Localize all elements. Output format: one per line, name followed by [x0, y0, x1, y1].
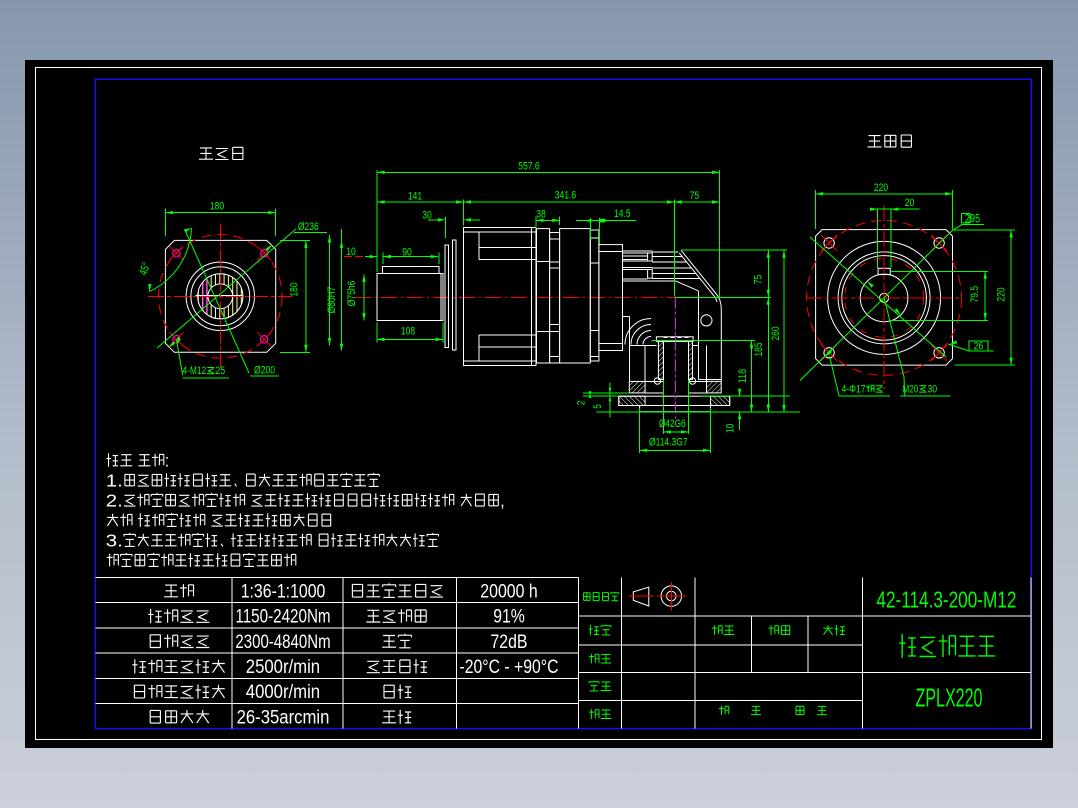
- svg-text:2300-4840Nm: 2300-4840Nm: [235, 631, 330, 653]
- svg-text:42-114.3-200-M12: 42-114.3-200-M12: [876, 587, 1016, 613]
- svg-text:79.5: 79.5: [969, 286, 981, 303]
- svg-text:25: 25: [215, 365, 225, 377]
- svg-text:14.5: 14.5: [614, 208, 631, 220]
- svg-text:180: 180: [289, 282, 301, 296]
- svg-text:30: 30: [422, 210, 432, 222]
- svg-text:10: 10: [725, 424, 737, 434]
- svg-text:ZPLX220: ZPLX220: [916, 685, 983, 713]
- svg-text:26-35arcmin: 26-35arcmin: [237, 706, 330, 728]
- svg-text:Ø42G6: Ø42G6: [659, 418, 686, 430]
- svg-text:75: 75: [753, 275, 765, 285]
- svg-text:,: ,: [500, 490, 504, 510]
- svg-text:5: 5: [592, 404, 604, 409]
- svg-text:341.6: 341.6: [555, 190, 576, 202]
- svg-text:30: 30: [927, 383, 937, 395]
- svg-text:Ø236: Ø236: [298, 221, 319, 233]
- svg-text:90: 90: [402, 246, 412, 258]
- svg-text:1150-2420Nm: 1150-2420Nm: [235, 606, 330, 628]
- svg-text:295: 295: [965, 212, 981, 226]
- svg-text::: :: [165, 450, 169, 470]
- svg-text:4-Φ17: 4-Φ17: [842, 383, 866, 395]
- svg-text:Ø114.3G7: Ø114.3G7: [649, 437, 688, 449]
- svg-text:118: 118: [737, 369, 749, 383]
- svg-text:141: 141: [408, 190, 422, 202]
- svg-text:M20: M20: [903, 383, 919, 395]
- svg-text:20000 h: 20000 h: [480, 580, 537, 602]
- svg-text:Ø80H7: Ø80H7: [326, 287, 338, 314]
- svg-text:220: 220: [874, 182, 888, 194]
- svg-text:1.: 1.: [106, 470, 123, 490]
- svg-text:38: 38: [536, 208, 546, 220]
- svg-text:1:36-1:1000: 1:36-1:1000: [241, 580, 326, 602]
- svg-text:220: 220: [995, 287, 1007, 301]
- svg-text:185: 185: [753, 342, 765, 356]
- svg-text:91%: 91%: [493, 606, 525, 628]
- svg-text:557.6: 557.6: [518, 160, 539, 172]
- svg-text:45°: 45°: [138, 261, 154, 277]
- svg-text:72dB: 72dB: [491, 631, 528, 653]
- svg-text:108: 108: [401, 326, 415, 338]
- svg-text:26: 26: [974, 341, 984, 353]
- svg-text:20: 20: [905, 197, 915, 209]
- svg-text:2.: 2.: [106, 490, 123, 510]
- svg-text:-20°C - +90°C: -20°C - +90°C: [460, 656, 559, 678]
- svg-text:3.: 3.: [106, 530, 123, 550]
- svg-text:4-M12: 4-M12: [183, 365, 207, 377]
- svg-text:260: 260: [770, 326, 782, 340]
- svg-text:10: 10: [346, 246, 356, 258]
- svg-text:Ø75h6: Ø75h6: [346, 281, 358, 307]
- svg-text:Ø200: Ø200: [254, 365, 275, 377]
- svg-text:4000r/min: 4000r/min: [246, 681, 320, 703]
- svg-text:2: 2: [576, 401, 588, 406]
- svg-text:2500r/min: 2500r/min: [246, 656, 320, 678]
- svg-text:180: 180: [210, 201, 224, 213]
- svg-text:75: 75: [690, 190, 700, 202]
